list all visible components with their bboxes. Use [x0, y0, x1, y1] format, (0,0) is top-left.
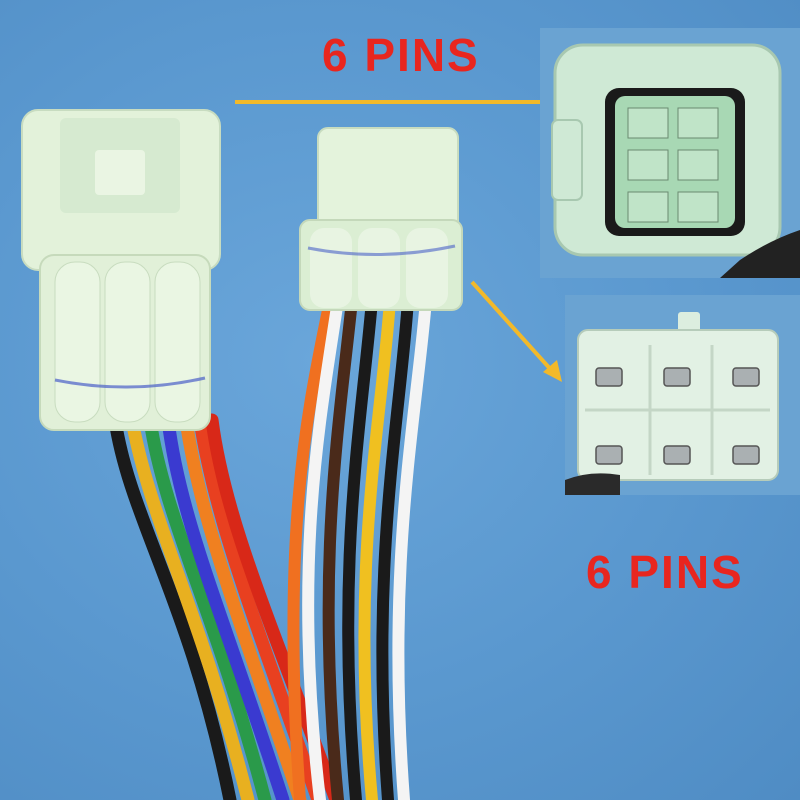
- wire: [161, 413, 290, 800]
- wire: [302, 294, 344, 800]
- right-connector: [299, 127, 463, 311]
- pin-grid: [627, 107, 719, 223]
- wire: [179, 413, 307, 800]
- wire: [287, 294, 336, 800]
- wire: [125, 413, 255, 800]
- wire: [143, 413, 272, 800]
- wire: [376, 294, 414, 800]
- left-wire-bundle: [108, 413, 343, 800]
- wire: [342, 294, 378, 800]
- inset-top-connector-face: [540, 28, 800, 278]
- pin-count-label-bottom: 6 PINS: [586, 546, 744, 598]
- inset-bottom-connector-face: [565, 295, 800, 495]
- arrow-to-bottom-inset: [470, 280, 562, 382]
- wire: [358, 294, 396, 800]
- right-wire-bundle: [287, 294, 432, 800]
- terminal-grid: [595, 367, 760, 465]
- wire: [108, 413, 237, 800]
- pin-count-label-top: 6 PINS: [322, 29, 480, 81]
- left-connector: [21, 109, 221, 431]
- wire: [392, 294, 432, 800]
- arrow-to-top-inset: [235, 92, 578, 112]
- wire: [322, 294, 358, 800]
